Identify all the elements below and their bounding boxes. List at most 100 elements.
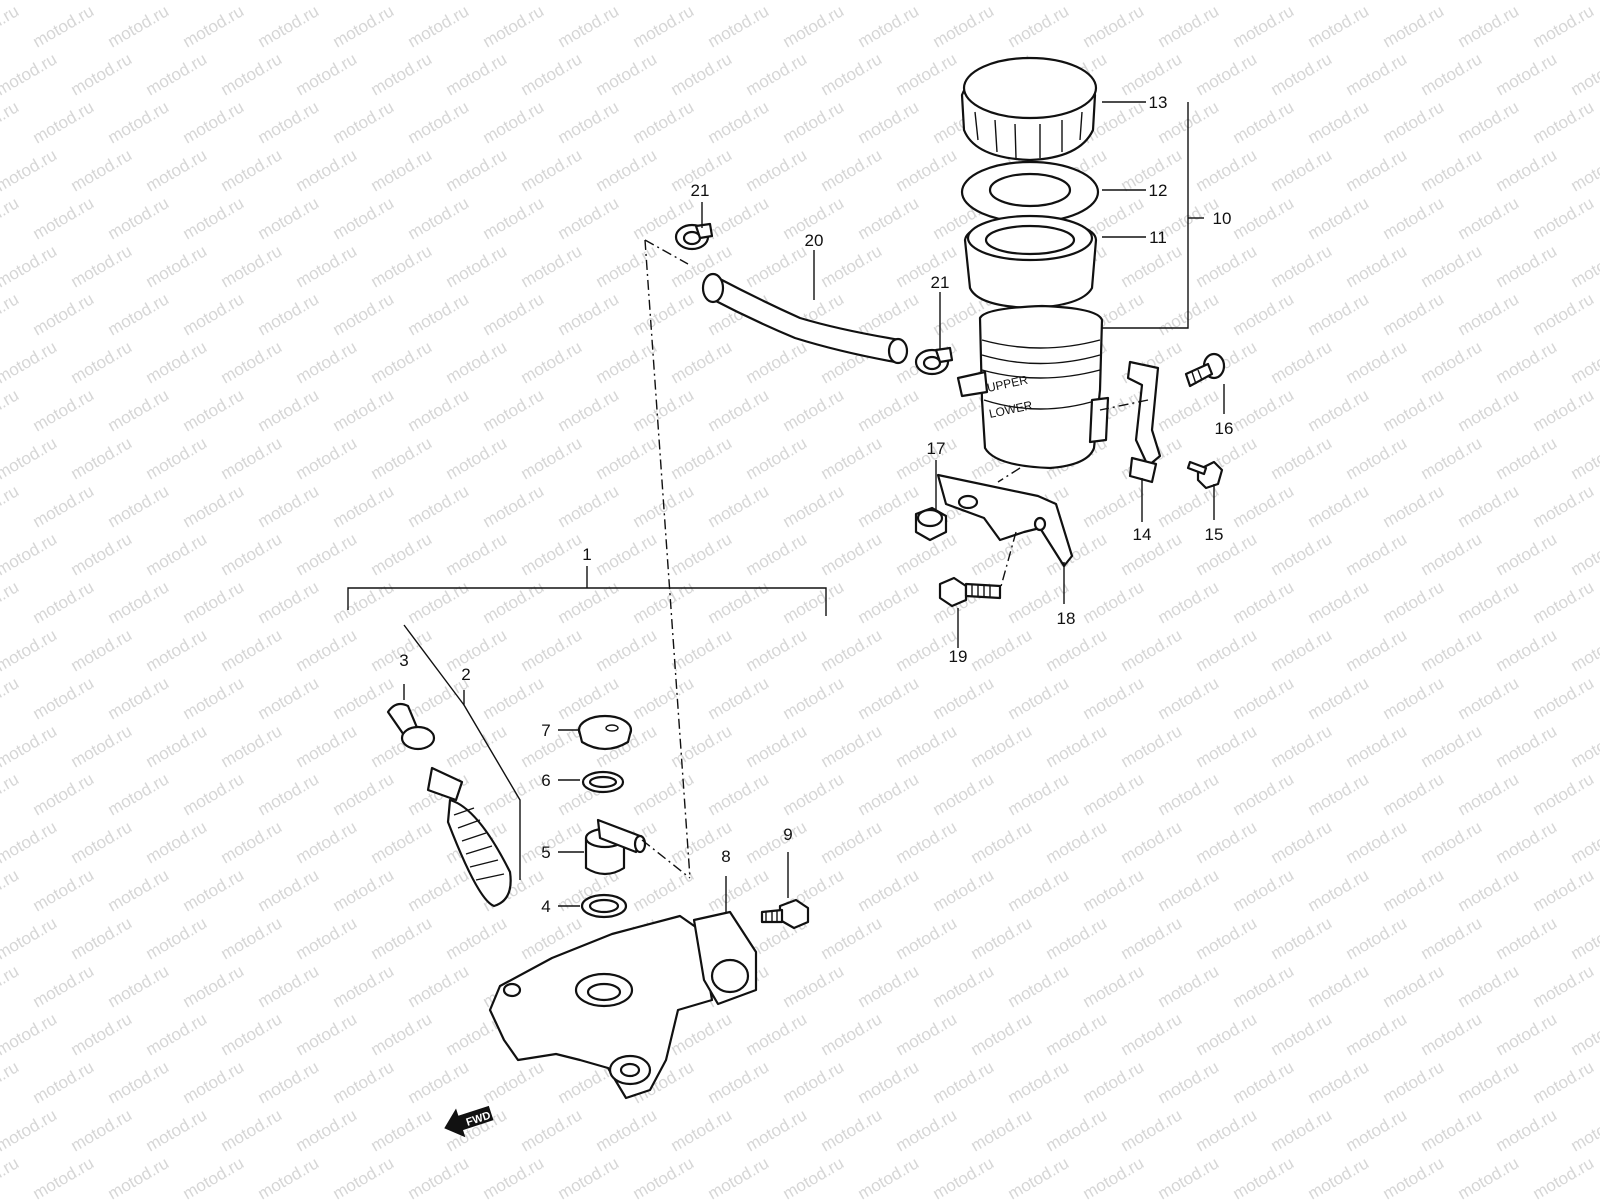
watermark-text: motod.ru: [218, 337, 286, 387]
watermark-text: motod.ru: [368, 913, 436, 963]
watermark-text: motod.ru: [180, 673, 248, 723]
watermark-text: motod.ru: [218, 529, 286, 579]
watermark-text: motod.ru: [330, 769, 398, 819]
watermark-text: motod.ru: [330, 481, 398, 531]
watermark-text: motod.ru: [443, 49, 511, 99]
watermark-text: motod.ru: [30, 673, 98, 723]
watermark-text: motod.ru: [30, 865, 98, 915]
master-cylinder-body: [488, 910, 758, 1100]
watermark-text: motod.ru: [443, 913, 511, 963]
watermark-text: motod.ru: [218, 49, 286, 99]
watermark-text: motod.ru: [1418, 625, 1486, 675]
watermark-text: motod.ru: [668, 337, 736, 387]
watermark-text: motod.ru: [1268, 625, 1336, 675]
watermark-text: motod.ru: [368, 529, 436, 579]
watermark-text: motod.ru: [818, 433, 886, 483]
watermark-text: motod.ru: [68, 337, 136, 387]
watermark-text: motod.ru: [1418, 241, 1486, 291]
watermark-text: motod.ru: [180, 193, 248, 243]
watermark-text: motod.ru: [705, 97, 773, 147]
leader-lines: [347, 101, 1225, 912]
watermark-text: motod.ru: [1230, 97, 1298, 147]
watermark-text: motod.ru: [593, 433, 661, 483]
watermark-text: motod.ru: [0, 1105, 60, 1155]
watermark-text: motod.ru: [630, 577, 698, 627]
watermark-text: motod.ru: [1230, 673, 1298, 723]
watermark-text: motod.ru: [143, 1105, 211, 1155]
watermark-text: motod.ru: [30, 193, 98, 243]
watermark-text: motod.ru: [1418, 817, 1486, 867]
watermark-text: motod.ru: [518, 145, 586, 195]
watermark-text: motod.ru: [855, 961, 923, 1011]
callout-9: 9: [783, 825, 792, 844]
watermark-text: motod.ru: [105, 97, 173, 147]
watermark-text: motod.ru: [105, 289, 173, 339]
watermark-text: motod.ru: [0, 577, 22, 627]
watermark-text: motod.ru: [518, 49, 586, 99]
watermark-text: motod.ru: [1080, 481, 1148, 531]
watermark-text: motod.ru: [555, 289, 623, 339]
watermark-text: motod.ru: [1305, 1, 1373, 51]
watermark-text: motod.ru: [143, 721, 211, 771]
watermark-text: motod.ru: [255, 577, 323, 627]
watermark-text: motod.ru: [1530, 1153, 1598, 1200]
watermark-text: motod.ru: [0, 769, 22, 819]
mounting-bracket: [936, 473, 1074, 568]
watermark-text: motod.ru: [143, 529, 211, 579]
watermark-text: motod.ru: [218, 721, 286, 771]
watermark-text: motod.ru: [480, 673, 548, 723]
watermark-text: motod.ru: [293, 625, 361, 675]
watermark-text: motod.ru: [668, 433, 736, 483]
watermark-text: motod.ru: [30, 1057, 98, 1107]
watermark-text: motod.ru: [780, 577, 848, 627]
watermark-text: motod.ru: [1493, 817, 1561, 867]
watermark-text: motod.ru: [1043, 1009, 1111, 1059]
watermark-text: motod.ru: [68, 529, 136, 579]
watermark-text: motod.ru: [1118, 49, 1186, 99]
watermark-text: motod.ru: [1455, 289, 1523, 339]
watermark-text: motod.ru: [68, 49, 136, 99]
watermark-text: motod.ru: [1193, 625, 1261, 675]
watermark-text: motod.ru: [1230, 865, 1298, 915]
watermark-text: motod.ru: [0, 673, 22, 723]
watermark-text: motod.ru: [593, 145, 661, 195]
watermark-text: motod.ru: [555, 1153, 623, 1200]
callout-2: 2: [461, 665, 470, 684]
watermark-text: motod.ru: [443, 145, 511, 195]
watermark-text: motod.ru: [368, 1009, 436, 1059]
watermark-text: motod.ru: [968, 913, 1036, 963]
watermark-text: motod.ru: [218, 433, 286, 483]
watermark-text: motod.ru: [1305, 97, 1373, 147]
watermark-text: motod.ru: [255, 769, 323, 819]
forward-direction-arrow: FWD: [444, 1105, 494, 1138]
watermark-text: motod.ru: [255, 1057, 323, 1107]
watermark-text: motod.ru: [743, 0, 811, 3]
watermark-text: motod.ru: [968, 817, 1036, 867]
watermark-text: motod.ru: [255, 97, 323, 147]
watermark-text: motod.ru: [1043, 1105, 1111, 1155]
callout-21-upper: 21: [691, 181, 710, 200]
watermark-text: motod.ru: [1568, 1009, 1600, 1059]
watermark-text: motod.ru: [1343, 721, 1411, 771]
watermark-text: motod.ru: [1118, 0, 1186, 3]
watermark-text: motod.ru: [593, 0, 661, 3]
watermark-text: motod.ru: [893, 0, 961, 3]
watermark-text: motod.ru: [705, 577, 773, 627]
watermark-text: motod.ru: [818, 241, 886, 291]
watermark-text: motod.ru: [180, 1153, 248, 1200]
watermark-text: motod.ru: [0, 241, 60, 291]
watermark-text: motod.ru: [893, 1009, 961, 1059]
watermark-text: motod.ru: [30, 961, 98, 1011]
watermark-text: motod.ru: [405, 481, 473, 531]
watermark-text: motod.ru: [593, 337, 661, 387]
o-ring: [580, 893, 628, 919]
watermark-text: motod.ru: [105, 385, 173, 435]
watermark-text: motod.ru: [1305, 1057, 1373, 1107]
watermark-text: motod.ru: [330, 1057, 398, 1107]
piston-set: [386, 702, 512, 908]
watermark-text: motod.ru: [480, 1153, 548, 1200]
watermark-text: motod.ru: [1043, 0, 1111, 3]
watermark-text: motod.ru: [1193, 1105, 1261, 1155]
callout-17: 17: [927, 439, 946, 458]
